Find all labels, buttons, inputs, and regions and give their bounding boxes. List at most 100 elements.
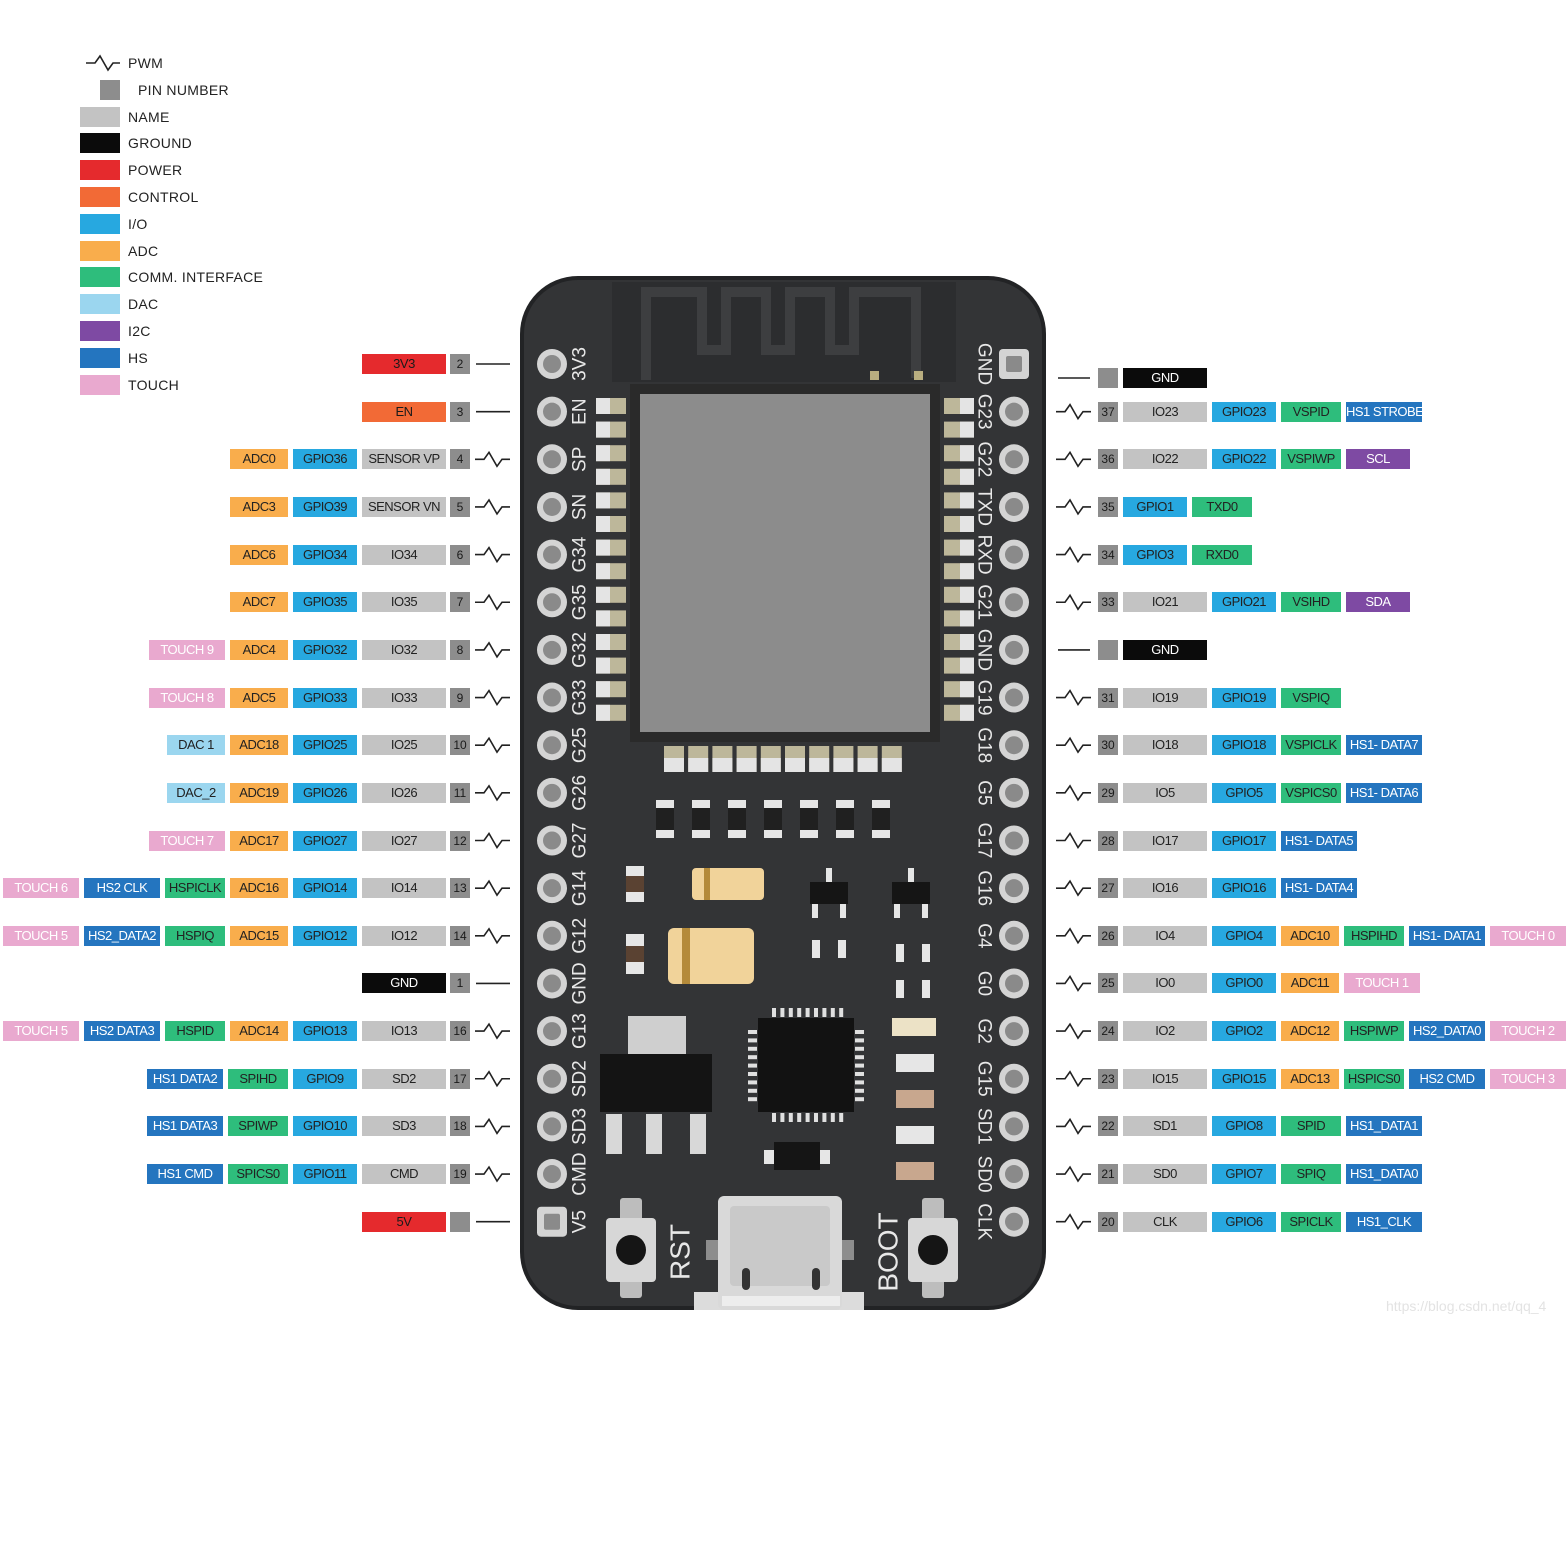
- module-pad-tip: [596, 610, 610, 627]
- smd-component: [896, 1054, 934, 1072]
- pin-number: 24: [1098, 1021, 1118, 1042]
- pwm-icon: [475, 927, 510, 945]
- regulator-lead: [690, 1114, 706, 1154]
- chip-pin: [788, 1113, 793, 1122]
- header-hole: [1005, 1117, 1023, 1136]
- header-hole: [543, 1117, 561, 1136]
- pin-label-hs: HS1_DATA1: [1346, 1116, 1422, 1137]
- silkscreen-label: G32: [570, 632, 591, 668]
- pwm-icon: [475, 593, 510, 611]
- header-hole: [543, 1165, 561, 1184]
- silkscreen-label: G15: [974, 1061, 995, 1097]
- smd-component: [896, 1126, 934, 1144]
- pwm-icon: [1056, 736, 1091, 754]
- transistor-lead: [922, 904, 928, 918]
- pin-number: 19: [450, 1164, 470, 1185]
- pin-label-name: IO5: [1123, 782, 1207, 803]
- smd-pad: [728, 800, 746, 808]
- pin-label-touch: TOUCH 7: [149, 830, 225, 851]
- smd-pad: [800, 830, 818, 838]
- module-pad-tip: [960, 421, 974, 438]
- pin-number: 28: [1098, 830, 1118, 851]
- legend-item-power: POWER: [80, 159, 182, 181]
- pin-label-adc: ADC13: [1281, 1068, 1339, 1089]
- pin-label-hs: HS2 CMD: [1409, 1068, 1485, 1089]
- pin-label-comm: VSPIQ: [1281, 687, 1341, 708]
- pin-label-io: GPIO16: [1212, 878, 1276, 899]
- legend-item-control: CONTROL: [80, 186, 199, 208]
- pin-label-comm: RXD0: [1192, 544, 1252, 565]
- pwm-icon: [475, 1070, 510, 1088]
- diode: [774, 1142, 820, 1170]
- header-hole: [543, 640, 561, 659]
- chip-pin: [748, 1046, 757, 1051]
- regulator-lead: [646, 1114, 662, 1154]
- chip-pin: [797, 1113, 802, 1122]
- pwm-icon: [1056, 879, 1091, 897]
- pwm-icon: [475, 450, 510, 468]
- pin-label-name: IO2: [1123, 1021, 1207, 1042]
- header-hole: [1005, 593, 1023, 612]
- pin-label-name: IO35: [362, 592, 446, 613]
- chip-pin: [839, 1008, 844, 1017]
- pin-number: 23: [1098, 1068, 1118, 1089]
- pin-number: 27: [1098, 878, 1118, 899]
- chip-pin: [855, 1038, 864, 1043]
- smd-pad: [896, 944, 904, 962]
- pwm-icon: [475, 641, 510, 659]
- pin-label-name: IO32: [362, 639, 446, 660]
- header-hole: [543, 450, 561, 469]
- smd-pad: [872, 800, 890, 808]
- pin-label-touch: TOUCH 3: [1490, 1068, 1566, 1089]
- pin-label-touch: TOUCH 6: [3, 878, 79, 899]
- header-hole: [543, 783, 561, 802]
- pin-label-name: SD0: [1123, 1164, 1207, 1185]
- header-hole: [543, 879, 561, 898]
- header-hole: [1005, 831, 1023, 850]
- pin-number: 29: [1098, 782, 1118, 803]
- pwm-icon: [1056, 403, 1091, 421]
- legend-label: ADC: [128, 242, 159, 259]
- header-hole: [1005, 688, 1023, 707]
- smd-pad: [764, 800, 782, 808]
- pin-label-hs: HS2 CLK: [84, 878, 160, 899]
- pin-number: 9: [450, 687, 470, 708]
- silkscreen-label: G0: [974, 971, 995, 996]
- pin-number: 16: [450, 1021, 470, 1042]
- pin-label-touch: TOUCH 5: [3, 1021, 79, 1042]
- smd-pad: [764, 1150, 774, 1164]
- chip-pin: [814, 1008, 818, 1017]
- module-pad-tip: [664, 758, 684, 772]
- smd-pad: [656, 800, 674, 808]
- pin-number: 33: [1098, 592, 1118, 613]
- pin-label-comm: SPID: [1281, 1116, 1341, 1137]
- micro-usb-shell: [730, 1206, 830, 1286]
- pin-label-hs: HS1- DATA6: [1346, 782, 1422, 803]
- pin-label-io: GPIO27: [293, 830, 357, 851]
- pin-label-io: GPIO1: [1123, 496, 1187, 517]
- silkscreen-label: G33: [570, 680, 591, 716]
- transistor-lead: [812, 904, 818, 918]
- header-hole: [543, 688, 561, 707]
- pwm-icon: [475, 832, 510, 849]
- pwm-icon: [1056, 784, 1091, 802]
- pin-label-comm: SPIWP: [228, 1116, 288, 1137]
- pin-label-io: GPIO15: [1212, 1068, 1276, 1089]
- header-hole: [543, 355, 561, 373]
- pin-label-comm: VSPICLK: [1281, 735, 1341, 756]
- silkscreen-label: G4: [974, 923, 995, 949]
- module-pad-tip: [596, 634, 610, 650]
- pin-number: 37: [1098, 401, 1118, 422]
- pin-label-power: 3V3: [362, 354, 446, 374]
- silkscreen-label: G23: [974, 394, 995, 430]
- module-pad-tip: [809, 758, 830, 772]
- silkscreen-label: RXD: [974, 535, 995, 575]
- pwm-icon: [475, 879, 510, 897]
- pin-number: [1098, 639, 1118, 660]
- pwm-icon: [1056, 1117, 1091, 1135]
- pin-label-comm: SPIQ: [1281, 1164, 1341, 1185]
- silkscreen-label: SP: [570, 447, 591, 472]
- legend-swatch-adc: [80, 240, 120, 261]
- pin-label-name: IO23: [1123, 401, 1207, 422]
